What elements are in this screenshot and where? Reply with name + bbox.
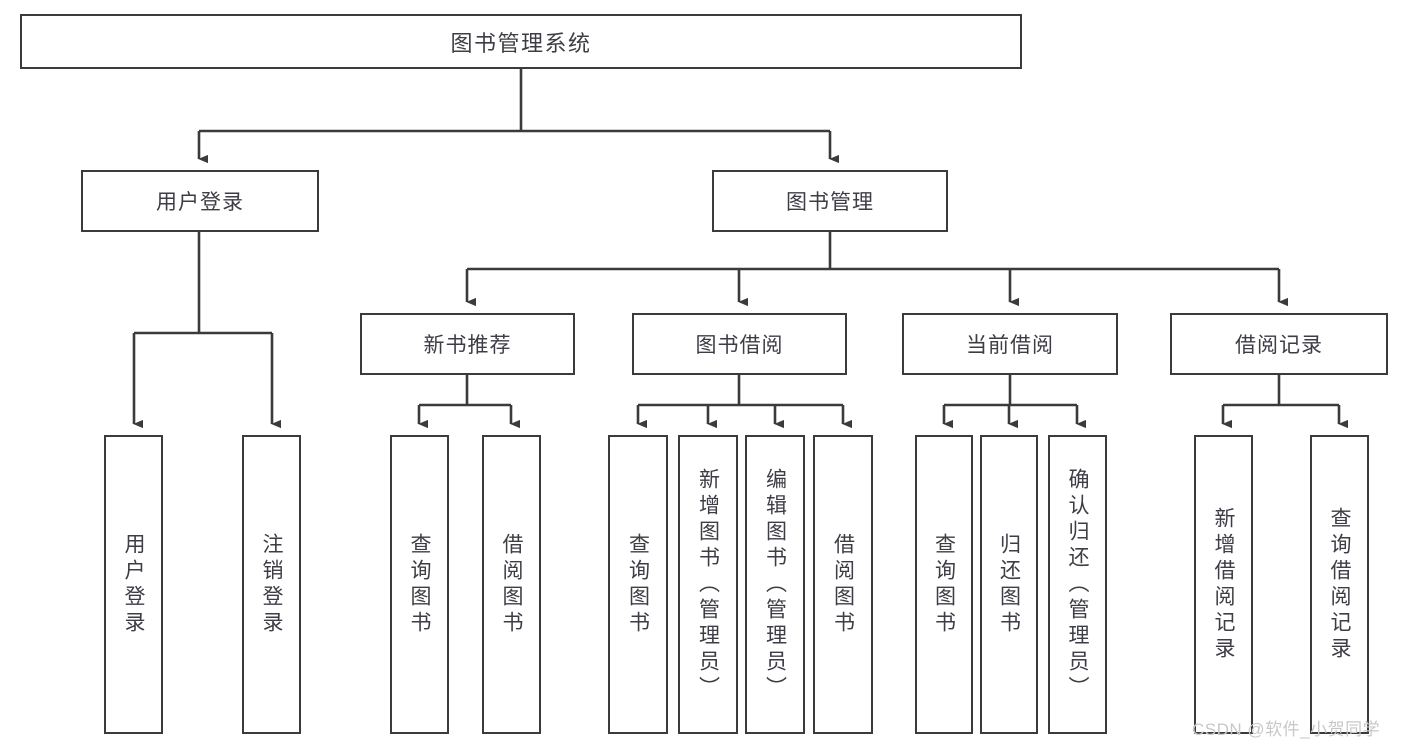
node-leaf-return-book: 归还图书 <box>980 435 1038 734</box>
node-leaf-query-book-1: 查询图书 <box>390 435 449 734</box>
node-book-borrow-label: 图书借阅 <box>695 334 784 357</box>
node-leaf-query-borrow-record-label: 查询借阅记录 <box>1328 506 1351 663</box>
node-borrow-record: 借阅记录 <box>1170 313 1388 375</box>
node-leaf-borrow-book-2-label: 借阅图书 <box>831 532 855 637</box>
node-new-book-recommend: 新书推荐 <box>360 313 575 375</box>
node-book-manage-label: 图书管理 <box>786 191 874 214</box>
node-leaf-query-book-1-label: 查询图书 <box>408 532 431 637</box>
node-book-borrow: 图书借阅 <box>632 313 847 375</box>
node-leaf-borrow-book-2: 借阅图书 <box>813 435 873 734</box>
node-leaf-logout-login: 注销登录 <box>242 435 301 734</box>
node-user-login: 用户登录 <box>81 170 319 232</box>
node-book-manage: 图书管理 <box>712 170 948 232</box>
node-leaf-query-book-2-label: 查询图书 <box>626 532 650 637</box>
node-leaf-confirm-return-admin-label: 确认归还（管理员） <box>1066 467 1089 702</box>
node-new-book-recommend-label: 新书推荐 <box>423 334 512 357</box>
node-leaf-edit-book-admin-label: 编辑图书（管理员） <box>763 467 787 702</box>
node-leaf-confirm-return-admin: 确认归还（管理员） <box>1048 435 1107 734</box>
node-current-borrow: 当前借阅 <box>902 313 1118 375</box>
node-leaf-query-borrow-record: 查询借阅记录 <box>1310 435 1369 734</box>
node-leaf-add-book-admin-label: 新增图书（管理员） <box>696 467 720 702</box>
node-leaf-query-book-3: 查询图书 <box>915 435 973 734</box>
node-leaf-borrow-book-1-label: 借阅图书 <box>500 532 523 637</box>
node-leaf-user-login: 用户登录 <box>104 435 163 734</box>
node-root: 图书管理系统 <box>20 14 1022 69</box>
node-leaf-user-login-label: 用户登录 <box>122 532 145 637</box>
connector-lines <box>132 69 1349 429</box>
node-leaf-edit-book-admin: 编辑图书（管理员） <box>745 435 805 734</box>
node-leaf-query-book-2: 查询图书 <box>608 435 668 734</box>
node-leaf-query-book-3-label: 查询图书 <box>932 532 956 637</box>
node-user-login-label: 用户登录 <box>156 191 244 214</box>
node-current-borrow-label: 当前借阅 <box>966 334 1054 357</box>
node-leaf-logout-login-label: 注销登录 <box>260 532 283 637</box>
node-leaf-add-borrow-record: 新增借阅记录 <box>1194 435 1253 734</box>
node-leaf-add-borrow-record-label: 新增借阅记录 <box>1212 506 1235 663</box>
node-root-label: 图书管理系统 <box>450 30 592 56</box>
node-leaf-borrow-book-1: 借阅图书 <box>482 435 541 734</box>
node-leaf-return-book-label: 归还图书 <box>997 532 1021 637</box>
node-borrow-record-label: 借阅记录 <box>1235 334 1323 357</box>
node-leaf-add-book-admin: 新增图书（管理员） <box>678 435 738 734</box>
